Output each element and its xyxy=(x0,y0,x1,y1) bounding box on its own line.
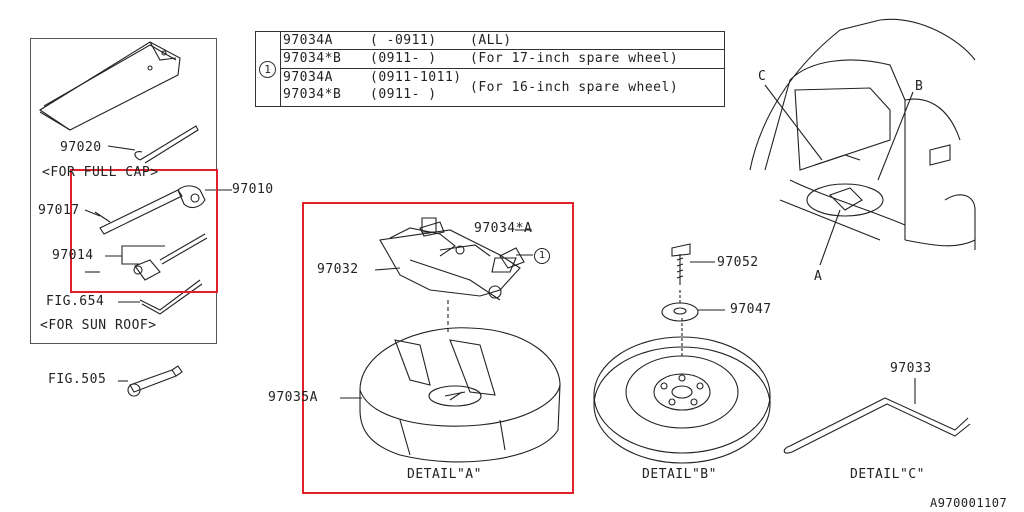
row-date: (0911- ) xyxy=(370,51,437,66)
label-97032: 97032 xyxy=(317,262,359,277)
label-detail-b: DETAIL"B" xyxy=(642,467,717,482)
label-97010: 97010 xyxy=(232,182,274,197)
spec-table: 1 97034A ( -0911) (ALL) 97034*B (0911- )… xyxy=(255,31,725,107)
row-part: 97034*B xyxy=(283,51,342,66)
label-97034a: 97034*A xyxy=(474,221,533,236)
spare-wheel-drawing xyxy=(593,318,771,464)
row-part: 97034A xyxy=(283,70,333,85)
highlight-box-tool-set xyxy=(70,169,218,293)
hook-rod-97033-drawing xyxy=(783,378,971,454)
jack-drawing xyxy=(374,221,525,335)
label-fig654: FIG.654 xyxy=(46,294,105,309)
wrench-97020-drawing xyxy=(107,125,199,164)
highlight-box-detail-a xyxy=(302,202,574,494)
callout-b: B xyxy=(915,79,924,94)
table-ref-column: 1 xyxy=(256,32,281,106)
drawing-id: A970001107 xyxy=(930,496,1008,510)
row-part: 97034*B xyxy=(283,87,342,102)
label-97014: 97014 xyxy=(52,248,94,263)
label-97047: 97047 xyxy=(730,302,772,317)
row-date: (0911-1011) xyxy=(370,70,462,85)
socket-97014-drawing xyxy=(105,233,208,281)
callout-a: A xyxy=(814,269,823,284)
label-97033: 97033 xyxy=(890,361,932,376)
table-circle-ref: 1 xyxy=(259,61,276,78)
tool-bag-drawing xyxy=(38,41,181,131)
label-97035a: 97035A xyxy=(268,390,318,405)
row-note: (For 17-inch spare wheel) xyxy=(470,51,679,66)
washer-97047-drawing xyxy=(661,290,725,322)
row-part: 97034A xyxy=(283,33,333,48)
label-fig505: FIG.505 xyxy=(48,372,107,387)
label-circle-ref: 1 xyxy=(534,248,550,264)
label-for-sun-roof: <FOR SUN ROOF> xyxy=(40,318,157,333)
table-row: 97034A ( -0911) (ALL) xyxy=(280,32,724,50)
label-97052: 97052 xyxy=(717,255,759,270)
wrench-97017-drawing xyxy=(94,185,206,235)
label-detail-c: DETAIL"C" xyxy=(850,467,925,482)
table-row-group: 97034A (0911-1011) 97034*B (0911- ) (For… xyxy=(280,69,724,106)
car-rear-drawing xyxy=(749,18,976,266)
table-row: 97034*B (0911- ) (For 17-inch spare whee… xyxy=(280,50,724,69)
label-detail-a: DETAIL"A" xyxy=(407,467,482,482)
foam-tray-drawing xyxy=(340,327,561,463)
row-note: (ALL) xyxy=(470,33,512,48)
leader-lines xyxy=(84,189,533,273)
label-97020: 97020 xyxy=(60,140,102,155)
row-date: (0911- ) xyxy=(370,87,437,102)
row-date: ( -0911) xyxy=(370,33,437,48)
label-for-full-cap: <FOR FULL CAP> xyxy=(42,165,159,180)
fig505-tool-drawing xyxy=(118,365,183,397)
row-note: (For 16-inch spare wheel) xyxy=(470,80,679,95)
bolt-97052-drawing xyxy=(671,243,715,285)
label-97017: 97017 xyxy=(38,203,80,218)
hex-key-drawing xyxy=(118,279,203,315)
callout-c: C xyxy=(758,69,767,84)
